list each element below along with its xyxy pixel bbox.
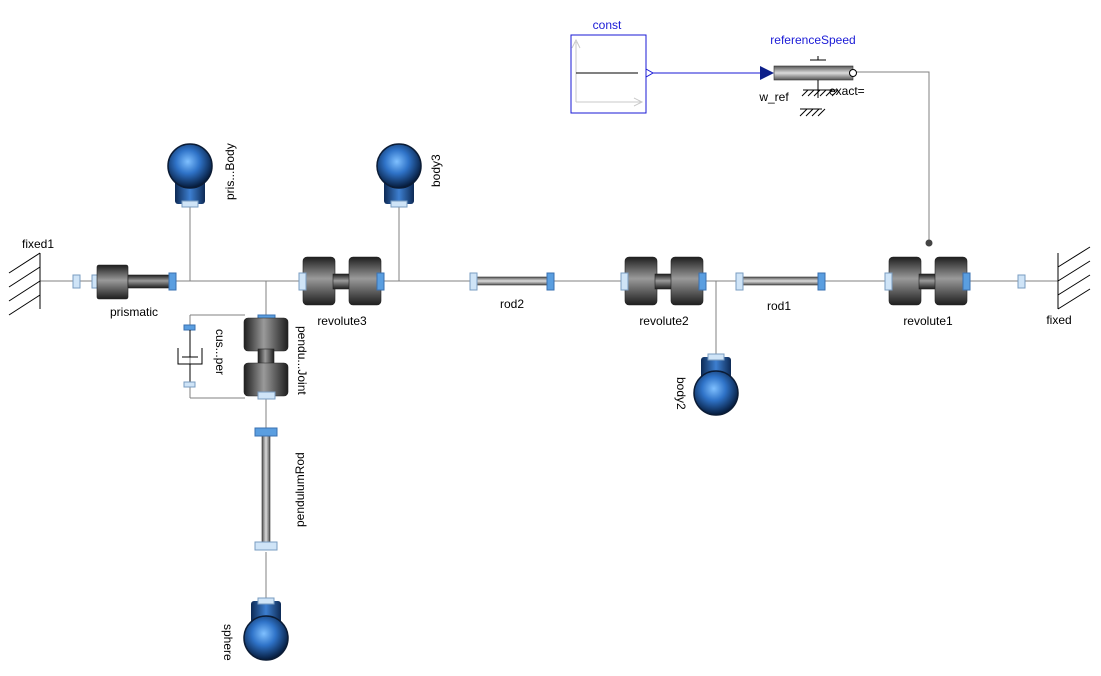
fixed-block[interactable]: fixed xyxy=(1017,246,1091,327)
fixed-port[interactable] xyxy=(1017,274,1026,289)
revolute3-port-b[interactable] xyxy=(376,272,385,291)
revolute2-port-a[interactable] xyxy=(620,272,629,291)
speed-shaft-icon xyxy=(773,65,854,81)
input-port-icon[interactable] xyxy=(760,66,774,80)
revolute-disk-icon xyxy=(934,256,968,306)
rod2-port-b[interactable] xyxy=(546,272,555,291)
connection-dot xyxy=(925,239,933,247)
sphere-body[interactable]: sphere xyxy=(221,597,289,661)
rod1-port-b[interactable] xyxy=(817,272,826,291)
pendulum-joint[interactable]: pendu...Joint xyxy=(243,314,309,400)
fixed-label: fixed xyxy=(1046,313,1071,327)
prismatic-body-label: pris...Body xyxy=(223,143,237,200)
body3-label: body3 xyxy=(429,154,443,187)
prismatic-cylinder-icon xyxy=(96,264,129,300)
custom-damper-label: cus...per xyxy=(213,329,227,375)
revolute-disk-icon xyxy=(888,256,922,306)
reference-speed-label: referenceSpeed xyxy=(770,33,855,47)
mass-sphere-icon xyxy=(376,143,422,189)
body2-label: body2 xyxy=(674,377,688,410)
rod2[interactable]: rod2 xyxy=(469,272,555,311)
revolute-disk-icon xyxy=(302,256,336,306)
pendulum-port-bottom[interactable] xyxy=(257,391,276,400)
fixed1-port[interactable] xyxy=(72,274,81,289)
pendulum-rod-label: pendulumRod xyxy=(293,452,307,527)
revolute1-port-b[interactable] xyxy=(962,272,971,291)
damper-port-bottom[interactable] xyxy=(183,381,196,388)
exact-label: exact= xyxy=(829,84,865,98)
pendulum-rod-port-top[interactable] xyxy=(254,427,278,437)
prismatic-rod-icon xyxy=(127,274,172,289)
flange-port-icon[interactable] xyxy=(849,69,857,77)
mass-sphere-icon xyxy=(693,370,739,416)
revolute2-port-b[interactable] xyxy=(698,272,707,291)
support-ground-icon xyxy=(799,80,839,117)
sphere-label: sphere xyxy=(221,624,235,661)
output-port-icon[interactable] xyxy=(645,68,655,78)
ground-hatch-icon xyxy=(8,252,41,316)
body3[interactable]: body3 xyxy=(376,143,443,208)
revolute-disk-icon xyxy=(243,362,289,397)
prismatic-port-b[interactable] xyxy=(168,272,177,291)
revolute-disk-icon xyxy=(348,256,382,306)
const-label: const xyxy=(593,18,622,32)
revolute3-joint[interactable]: revolute3 xyxy=(298,256,385,328)
w-ref-label: w_ref xyxy=(758,90,789,104)
rod2-port-a[interactable] xyxy=(469,272,478,291)
rod1-port-a[interactable] xyxy=(735,272,744,291)
body3-port[interactable] xyxy=(390,200,408,208)
revolute-disk-icon xyxy=(243,317,289,352)
prismatic-body-port[interactable] xyxy=(181,200,199,208)
damper-icon xyxy=(177,330,203,382)
const-block[interactable]: const xyxy=(570,18,655,114)
pendulum-rod[interactable]: pendulumRod xyxy=(254,427,307,551)
mass-sphere-icon xyxy=(243,615,289,661)
prismatic-body[interactable]: pris...Body xyxy=(167,143,237,208)
fixed1-label: fixed1 xyxy=(22,237,54,251)
revolute1-port-a[interactable] xyxy=(884,272,893,291)
ground-hatch-icon xyxy=(1057,246,1091,310)
revolute-disk-icon xyxy=(624,256,658,306)
revolute-disk-icon xyxy=(670,256,704,306)
revolute3-port-a[interactable] xyxy=(298,272,307,291)
rod2-label: rod2 xyxy=(500,297,524,311)
damper-port-top[interactable] xyxy=(183,324,196,331)
pendulum-joint-label: pendu...Joint xyxy=(295,326,309,395)
axes-icon xyxy=(571,38,644,107)
fixed1-block[interactable]: fixed1 xyxy=(8,237,81,316)
rod1-label: rod1 xyxy=(767,299,791,313)
custom-damper[interactable]: cus...per xyxy=(177,324,227,388)
revolute2-joint[interactable]: revolute2 xyxy=(620,256,707,328)
mass-sphere-icon xyxy=(167,143,213,189)
pendulum-rod-port-bottom[interactable] xyxy=(254,541,278,551)
revolute1-joint[interactable]: revolute1 xyxy=(884,256,971,328)
prismatic-label: prismatic xyxy=(110,305,158,319)
rod-icon xyxy=(261,434,271,544)
reference-speed-block[interactable]: referenceSpeed w_ref exact= xyxy=(758,33,865,117)
revolute2-label: revolute2 xyxy=(639,314,689,328)
body2-port[interactable] xyxy=(707,353,725,361)
body2[interactable]: body2 xyxy=(674,353,739,416)
revolute1-label: revolute1 xyxy=(903,314,953,328)
revolute3-label: revolute3 xyxy=(317,314,367,328)
rod1[interactable]: rod1 xyxy=(735,272,826,313)
prismatic-joint[interactable]: prismatic xyxy=(91,264,177,319)
rod-icon xyxy=(741,276,821,286)
rod-icon xyxy=(475,276,551,286)
sphere-port[interactable] xyxy=(257,597,275,605)
